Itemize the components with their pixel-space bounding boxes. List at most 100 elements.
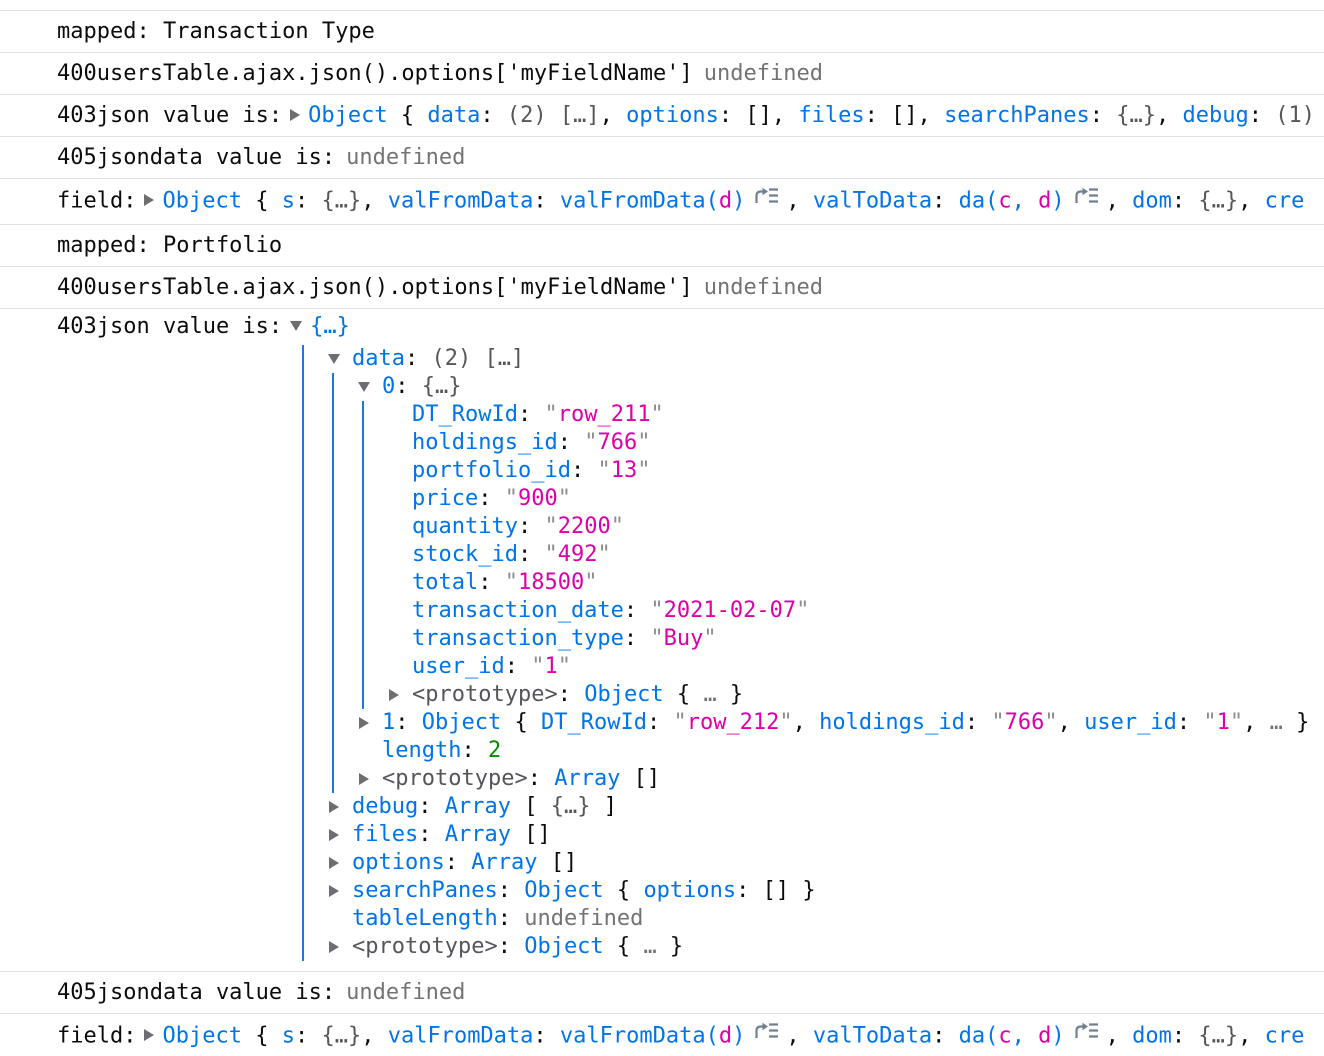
console-text-segment: data xyxy=(427,103,481,128)
console-text-segment: Array xyxy=(444,794,511,819)
object-inspector-tree: data: (2) […]0: {…}DT_RowId: "row_211"ho… xyxy=(0,345,1324,961)
console-text-segment: [] xyxy=(620,766,661,791)
console-text-segment: " xyxy=(544,514,558,539)
console-text-segment: : xyxy=(557,682,585,707)
console-text-segment: searchPanes xyxy=(352,878,498,903)
console-text-segment: transaction_type xyxy=(412,626,624,651)
console-text-segment: " xyxy=(650,402,664,427)
triangle-right-icon[interactable] xyxy=(290,108,301,121)
console-text-segment: field: xyxy=(57,1023,137,1049)
console-text-segment: , xyxy=(1011,188,1039,214)
console-text-segment: d xyxy=(1038,1023,1052,1049)
tree-row: user_id: "1" xyxy=(0,653,1324,681)
console-text-segment: : xyxy=(1171,188,1199,214)
console-text-segment: undefined xyxy=(346,145,466,170)
jump-to-definition-icon[interactable] xyxy=(753,179,780,220)
console-text-segment: , xyxy=(1105,188,1133,214)
console-text-segment: : xyxy=(478,486,505,511)
triangle-right-icon xyxy=(359,717,369,729)
console-text-segment: : xyxy=(527,766,555,791)
console-text-segment: : xyxy=(444,850,472,875)
expand-arrow-icon[interactable] xyxy=(382,681,406,709)
indent-guide xyxy=(302,345,304,961)
console-text-segment: : xyxy=(294,188,322,214)
triangle-right-icon xyxy=(329,941,339,953)
console-text-segment: : xyxy=(418,794,445,819)
console-text-segment: " xyxy=(779,710,793,735)
console-text-segment: " xyxy=(584,570,598,595)
console-text-segment: … xyxy=(1269,710,1283,735)
console-text-segment: stock_id xyxy=(412,542,518,567)
tree-row: total: "18500" xyxy=(0,569,1324,597)
console-text-segment: : xyxy=(932,1023,959,1049)
console-text-segment: : xyxy=(1171,1023,1199,1049)
expand-arrow-icon[interactable] xyxy=(322,849,346,877)
indent-guide xyxy=(362,401,364,709)
triangle-right-icon xyxy=(329,801,339,813)
tree-row: <prototype>: Object { … } xyxy=(0,681,1324,709)
console-text-segment xyxy=(547,103,560,128)
console-text-segment: 400usersTable.ajax.json().options['myFie… xyxy=(57,61,693,86)
console-text-segment: Object xyxy=(524,934,604,959)
console-text-segment: " xyxy=(796,598,810,623)
console-text-segment: quantity xyxy=(412,514,518,539)
console-text-segment: " xyxy=(650,598,664,623)
collapse-arrow-icon[interactable] xyxy=(352,373,376,401)
console-text-segment: valToData xyxy=(812,1023,933,1049)
console-text-segment: , xyxy=(786,188,813,214)
console-text-segment: " xyxy=(703,626,717,651)
indent-guide xyxy=(332,373,334,793)
expand-arrow-icon[interactable] xyxy=(352,765,376,793)
console-text-segment: ) xyxy=(732,1023,746,1049)
console-text-segment: {…} xyxy=(1198,1023,1239,1049)
tree-row: holdings_id: "766" xyxy=(0,429,1324,457)
expand-arrow-icon[interactable] xyxy=(322,933,346,961)
console-text-segment: : [], xyxy=(718,103,799,128)
console-text-segment: 1 xyxy=(382,710,396,735)
triangle-right-icon[interactable] xyxy=(144,1029,155,1041)
console-top-spacer xyxy=(0,0,1324,10)
console-text-segment: { xyxy=(387,103,428,128)
console-text-segment: d xyxy=(1038,188,1052,214)
console-text-segment: } xyxy=(716,682,744,707)
console-text-segment: : xyxy=(1089,103,1117,128)
console-text-segment: " xyxy=(1203,710,1217,735)
expand-arrow-icon[interactable] xyxy=(322,877,346,905)
console-text-segment: : xyxy=(517,402,545,427)
console-text-segment: , xyxy=(792,710,820,735)
console-text-segment: : xyxy=(964,710,992,735)
console-text-segment: undefined xyxy=(703,61,823,86)
triangle-right-icon[interactable] xyxy=(144,194,155,206)
console-text-segment: : xyxy=(418,822,445,847)
console-text-segment: : xyxy=(1248,103,1276,128)
console-text-segment: " xyxy=(504,570,518,595)
console-text-segment: holdings_id xyxy=(819,710,965,735)
tree-row: stock_id: "492" xyxy=(0,541,1324,569)
console-text-segment: 403json value is: xyxy=(57,103,283,128)
console-text-segment: : xyxy=(395,710,422,735)
collapse-arrow-icon[interactable] xyxy=(322,345,346,373)
console-text-segment: length xyxy=(382,738,462,763)
expand-arrow-icon[interactable] xyxy=(322,793,346,821)
console-text-segment: [] xyxy=(510,822,551,847)
console-text-segment: d xyxy=(718,188,733,214)
console-text-segment: c xyxy=(998,188,1012,214)
console-text-segment: : xyxy=(294,1023,322,1049)
console-text-segment: dom xyxy=(1132,1023,1172,1049)
jump-to-definition-icon[interactable] xyxy=(753,1014,780,1055)
jump-to-definition-icon[interactable] xyxy=(1073,1014,1100,1055)
tree-row: <prototype>: Array [] xyxy=(0,765,1324,793)
tree-row: <prototype>: Object { … } xyxy=(0,933,1324,961)
triangle-down-icon[interactable] xyxy=(290,320,303,331)
console-text-segment: valFromData xyxy=(387,188,534,214)
console-entry: 400usersTable.ajax.json().options['myFie… xyxy=(0,266,1324,308)
console-text-segment: DT_RowId xyxy=(540,710,647,735)
console-text-segment: " xyxy=(597,542,611,567)
tree-row: data: (2) […] xyxy=(0,345,1324,373)
jump-to-definition-icon[interactable] xyxy=(1073,179,1100,220)
expand-arrow-icon[interactable] xyxy=(352,709,376,737)
console-text-segment: , xyxy=(1238,188,1265,214)
console-text-segment: Object xyxy=(162,1023,242,1049)
expand-arrow-icon[interactable] xyxy=(322,821,346,849)
